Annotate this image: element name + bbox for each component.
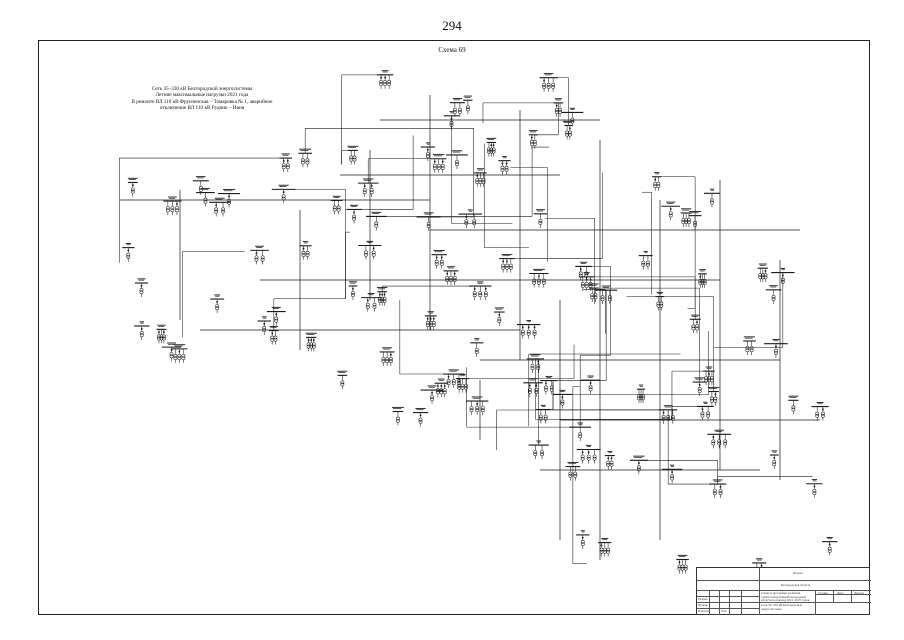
diagram-caption: Сеть 35–330 кВ Белгородской энергосистем… (112, 86, 292, 111)
stamp-org-row: Проект (793, 571, 803, 575)
stamp-sheet-title: Сеть 35–330 кВ Белгородской энергосистем… (761, 603, 802, 611)
stamp-col-sheet: Лист (837, 590, 844, 595)
caption-line-1: Сеть 35–330 кВ Белгородской энергосистем… (151, 86, 253, 92)
scheme-title: Схема 69 (438, 46, 466, 54)
caption-line-4: отключение ВЛ 110 кВ Рудник – Ивня (159, 104, 245, 111)
drawing-frame (38, 40, 870, 615)
stamp-role-1: Разраб. (698, 597, 708, 601)
stamp-col-sheets: Листов (854, 590, 864, 595)
stamp-role-2: Провер. (698, 603, 709, 607)
stamp-work-title: Схема и программа развития электроэнерге… (761, 591, 810, 603)
caption-line-2: Летние максимальные нагрузки 2021 года (155, 92, 249, 99)
stamp-region: Белгородская область (781, 583, 811, 587)
stamp-col-stage: Стадия (818, 590, 828, 595)
stamp-role-4: Утв. (721, 609, 727, 613)
caption-line-3: В ремонте ВЛ 110 кВ Фрунзенская – Томаро… (131, 98, 273, 105)
page-number: 294 (442, 18, 462, 33)
stamp-role-3: Н.контр. (698, 609, 710, 613)
title-block-stamp: Проект Белгородская область Схема и прог… (696, 567, 871, 615)
